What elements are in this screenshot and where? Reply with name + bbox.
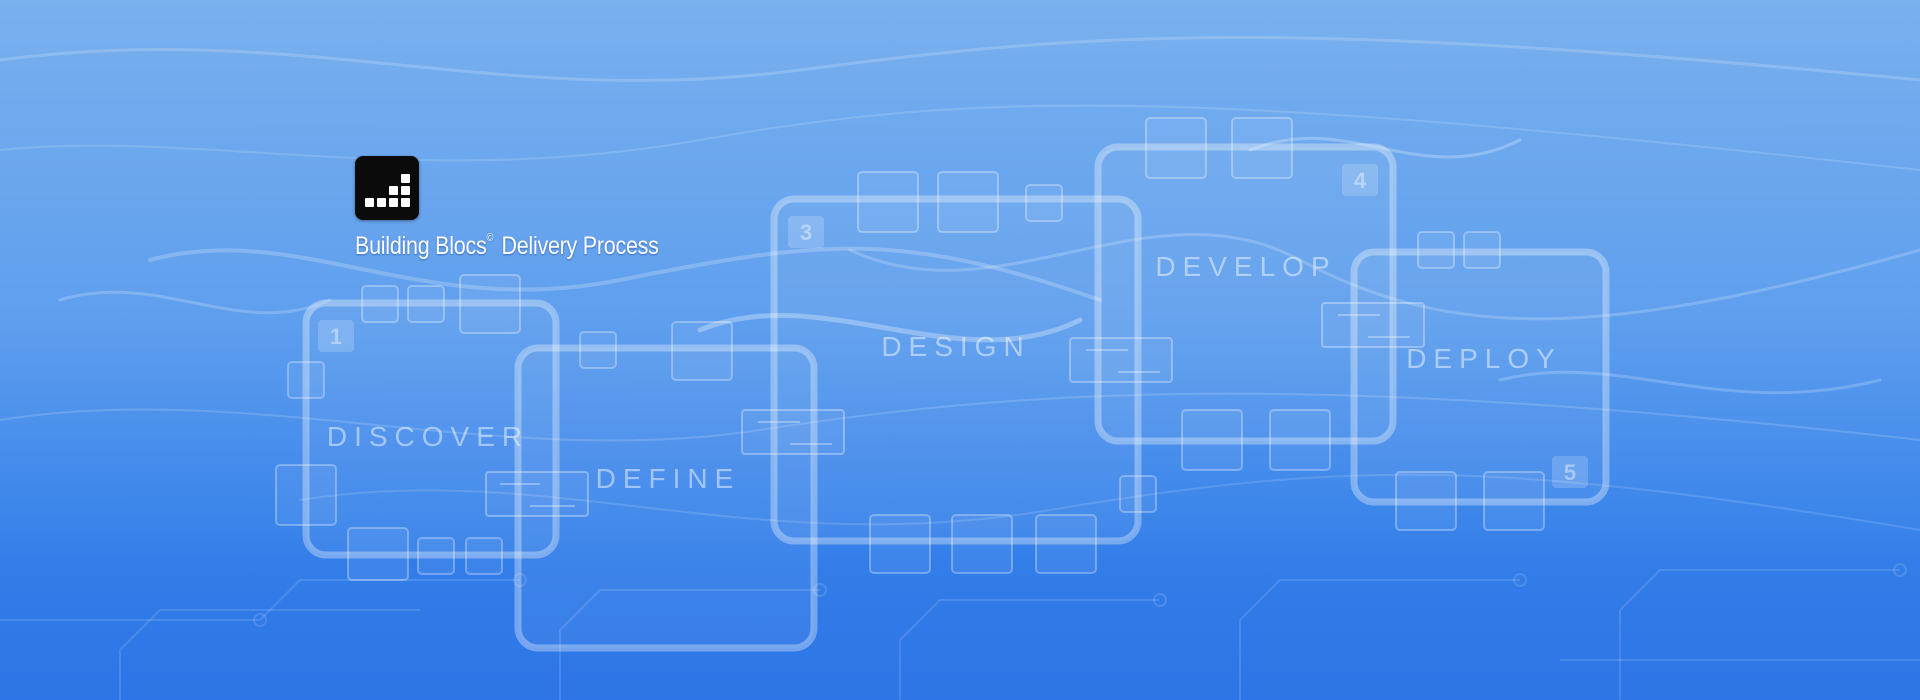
stage-number-develop: 4: [1354, 168, 1367, 193]
stage-frame-deploy: [1350, 248, 1610, 506]
brand-title: Building Blocs© Delivery Process: [355, 232, 659, 261]
stage-label-define: DEFINE: [596, 463, 741, 494]
stage-frame-discover: [302, 299, 560, 559]
stage-number-badges: [318, 164, 1588, 488]
stage-label-discover: DISCOVER: [327, 421, 529, 452]
brand-header: Building Blocs© Delivery Process: [355, 156, 659, 260]
stage-frames: [302, 143, 1610, 652]
copyright-mark: ©: [486, 232, 494, 244]
stage-frame-design: [770, 195, 1142, 545]
stage-number-deploy: 5: [1564, 460, 1576, 485]
stage-number-design: 3: [800, 220, 812, 245]
brand-tagline: Delivery Process: [495, 232, 659, 260]
arrow-connectors: [485, 302, 1425, 517]
stage-number-discover: 1: [330, 324, 342, 349]
stage-label-design: DESIGN: [881, 331, 1030, 362]
building-blocs-logo-icon: [355, 156, 419, 220]
stage-frame-develop: [1094, 143, 1397, 445]
swirl-decoration: [0, 36, 1920, 531]
stage-label-develop: DEVELOP: [1155, 251, 1336, 282]
stage-label-deploy: DEPLOY: [1406, 343, 1562, 374]
brand-name: Building Blocs: [355, 232, 487, 260]
